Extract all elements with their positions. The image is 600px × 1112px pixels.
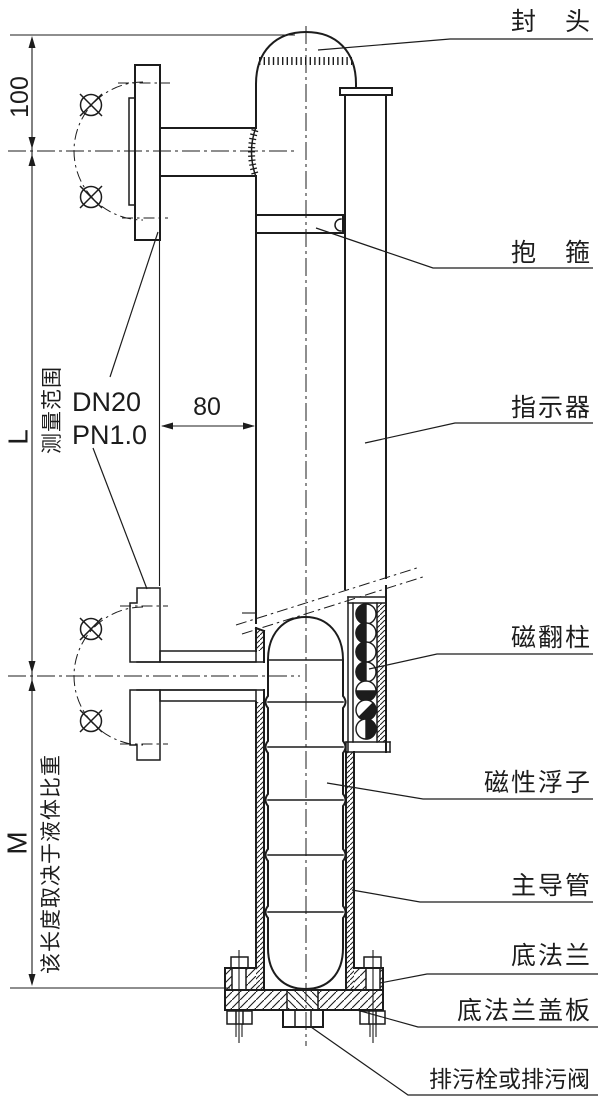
leader-guide-tube	[351, 889, 593, 903]
label-drain-plug: 排污栓或排污阀	[429, 1067, 590, 1093]
bolt-hole-symbols	[79, 93, 103, 733]
dimension-arrowheads	[28, 36, 255, 986]
lower-nozzle-wall-bottom	[159, 689, 257, 702]
flip-channel	[345, 596, 391, 753]
dim-L-text: L	[3, 429, 34, 445]
label-bottom-cover: 底法兰盖板	[457, 996, 592, 1025]
leader-drain-plug	[310, 1026, 598, 1096]
drain-hex-head	[282, 1009, 324, 1028]
indicator-cap	[339, 87, 393, 96]
chamber-wall-left-hatch-b	[256, 702, 264, 989]
label-bottom-flange: 底法兰	[511, 941, 592, 970]
leader-clamp	[315, 227, 593, 269]
dim-100-text: 100	[6, 76, 34, 118]
nozzle-weld-ticks	[248, 128, 259, 176]
bolt-nut-left-facets	[235, 1010, 244, 1025]
label-indicator: 指示器	[511, 393, 592, 422]
dim-80-text: 80	[193, 393, 221, 421]
nozzle-spec-leader-lower	[92, 447, 148, 590]
measuring-range-text: 测量范围	[40, 366, 64, 454]
label-guide-tube: 主导管	[511, 871, 592, 900]
nozzle-spec-leader-upper	[109, 231, 159, 378]
bolt-hole-edges	[231, 967, 381, 991]
vessel-outlines	[128, 30, 393, 1043]
centerlines	[8, 26, 427, 1046]
label-float: 磁性浮子	[484, 768, 592, 797]
bottom-cover-outline	[224, 989, 384, 1011]
clamp-lug	[334, 218, 342, 232]
chamber-wall-left-hatch-a	[256, 630, 264, 651]
float-outline	[264, 615, 347, 991]
label-clamp: 抱 箍	[511, 238, 592, 267]
callout-leaders	[310, 38, 598, 1096]
bottom-note-text: 该长度取决于液体比重	[39, 754, 63, 974]
flip-channel-back-hatch	[377, 603, 386, 742]
lower-bolt-circle-arc	[73, 606, 144, 746]
leader-indicator	[364, 422, 593, 444]
leader-head	[317, 38, 593, 51]
bolt-circle-tangent-marks	[118, 82, 170, 745]
label-head: 封 头	[511, 7, 592, 36]
drain-plug-body	[286, 989, 319, 1011]
upper-flange-plate	[134, 64, 161, 241]
leader-flip-column	[368, 653, 593, 670]
chamber-wall-right-hatch	[346, 752, 354, 989]
label-flip-column: 磁翻柱	[511, 623, 592, 652]
section-hatching	[129, 587, 386, 1011]
dim-M-text: M	[2, 831, 33, 854]
break-lines	[235, 566, 427, 635]
lower-nozzle-wall-top	[159, 650, 257, 663]
chamber-section-walls	[254, 626, 355, 991]
lower-flange-lower-section	[129, 689, 161, 761]
leader-bottom-flange	[379, 973, 598, 984]
lower-flange-upper-section	[129, 587, 161, 663]
callout-labels: 封 头 抱 箍 指示器 磁翻柱 磁性浮子 主导管 底法兰 底法兰盖板 排污栓或排…	[429, 7, 592, 1093]
flip-columns	[355, 603, 377, 740]
leader-float	[326, 782, 593, 800]
drain-hex-facets	[294, 1009, 312, 1028]
nozzle-spec-line2: PN1.0	[72, 420, 147, 450]
bolt-studs	[235, 1024, 377, 1037]
upper-bolt-circle-arc	[73, 81, 144, 221]
clamp-band	[255, 214, 344, 234]
lower-nozzle-bore	[136, 661, 265, 691]
bolt-centerlines	[238, 950, 374, 1043]
leader-bottom-cover	[356, 1009, 598, 1028]
nozzle-spec-line1: DN20	[72, 387, 141, 417]
dimensions: 100 L 测量范围 M 该长度取决于液体比重 DN20 PN1.0 80	[2, 34, 295, 989]
